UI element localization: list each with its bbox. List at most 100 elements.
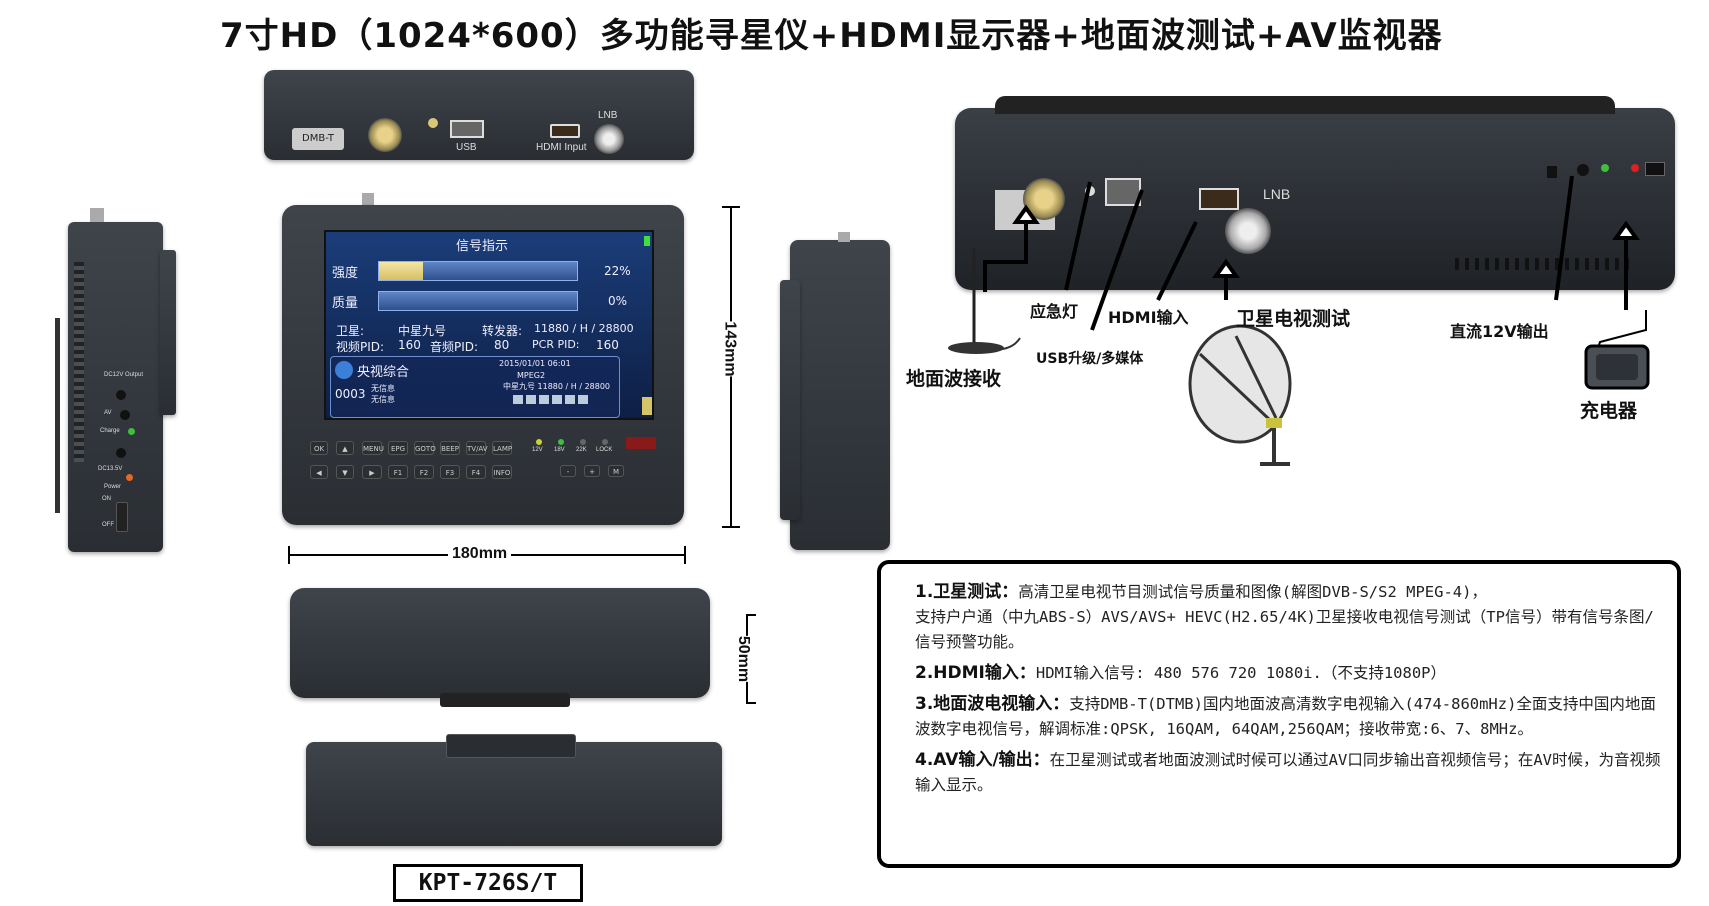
callout-dc: 直流12V输出 [1450,322,1549,341]
callout-sat: 卫星电视测试 [1236,308,1351,330]
vpid-value: 160 [398,338,421,352]
channel-datetime: 2015/01/01 06:01 [499,359,571,368]
key-f3[interactable]: F3 [440,465,460,479]
terrestrial-antenna-icon [948,248,1021,354]
off-label: OFF [102,522,114,528]
key-menu[interactable]: MENU [362,441,384,455]
feature-line-2: 2.HDMI输入：HDMI输入信号: 480 576 720 1080i.（不支… [915,661,1663,686]
lamp-pointer [1064,181,1092,291]
strength-bar [378,261,578,281]
key-minus[interactable]: - [560,465,576,477]
perspective-power-switch[interactable] [1645,162,1665,176]
height-dim-cap-top [722,206,740,208]
edge-bnc-icon [838,232,850,242]
power-led-icon [126,474,133,481]
key-right[interactable]: ▶ [362,465,382,479]
charger-arrow-head [1612,220,1640,240]
key-info[interactable]: INFO [492,465,512,479]
tp-label: 转发器: [482,324,523,338]
terrestrial-arrow-head [1012,204,1040,224]
feature-text-1: 高清卫星电视节目测试信号质量和图像(解图DVB-S/S2 MPEG-4)， [1018,583,1487,601]
key-up[interactable]: ▲ [336,441,354,455]
strength-label: 强度 [332,266,359,281]
bnc-top-icon [90,208,104,222]
dc135-label: DC13.5V [98,466,123,472]
device-screen: 信号指示 强度 22% 质量 0% 卫星: 中星九号 转发器: 11880 / … [324,230,654,420]
edge-kickstand [780,280,800,520]
key-beep[interactable]: BEEP [440,441,460,455]
depth-dim-cap-top [746,614,756,616]
hdmi-pointer [1156,221,1198,301]
side-kickstand [160,250,176,415]
key-goto[interactable]: GOTO [414,441,436,455]
key-tvav[interactable]: TV/AV [466,441,488,455]
feature-description: 1.卫星测试：高清卫星电视节目测试信号质量和图像(解图DVB-S/S2 MPEG… [877,560,1681,868]
dc12-label: DC12V Output [104,372,144,378]
vpid-label: 视频PID: [336,340,385,354]
dc12-port-icon [116,390,126,400]
keypad: OK ▲ MENU EPG GOTO BEEP TV/AV LAMP ◀ ▼ ▶… [310,437,660,507]
channel-icons [513,395,589,404]
quality-bar [378,291,578,311]
model-label: KPT-726S/T [393,864,583,902]
feature-text-3: 支持DMB-T(DTMB)国内地面波高清数字电视输入(474-860mHz)全面… [915,695,1656,738]
feature-text-2: HDMI输入信号: 480 576 720 1080i.（不支持1080P） [1035,664,1446,682]
dmbt-badge: DMB-T [292,128,344,150]
key-ok[interactable]: OK [310,441,328,455]
key-m[interactable]: M [608,465,624,477]
tp-value: 11880 / H / 28800 [534,322,634,335]
apid-label: 音频PID: [430,340,479,354]
bottom-clip-2 [446,734,576,758]
antenna-rod [55,318,60,513]
sat-label: 卫星: [336,324,365,338]
hdmi-label: HDMI Input [536,142,587,153]
hdmi-port-icon [550,124,580,138]
terrestrial-arrow [983,220,1028,292]
pcr-label: PCR PID: [532,338,580,351]
feature-head-4: 4.AV输入/输出： [915,750,1050,770]
feature-line-4: 4.AV输入/输出：在卫星测试或者地面波测试时候可以通过AV口同步输出音视频信号… [915,748,1663,798]
key-epg[interactable]: EPG [388,441,408,455]
feature-head-1: 1.卫星测试： [915,582,1019,602]
led-22k-label: 22K [576,447,587,453]
lnb-label: LNB [598,110,618,121]
led-22k-icon [580,439,586,445]
power-switch[interactable] [116,502,128,532]
callout-usb: USB升级/多媒体 [1036,351,1144,367]
perspective-vent [1455,258,1635,270]
apid-value: 80 [494,338,510,352]
led-18v-label: 18V [554,447,565,453]
channel-sat-info: 中星九号 11880 / H / 28800 [503,382,611,391]
channel-codec: MPEG2 [517,371,546,380]
key-plus[interactable]: + [584,465,600,477]
dc-pointer [1554,175,1574,301]
key-down[interactable]: ▼ [336,465,354,479]
sat-arrow-head [1212,258,1240,278]
perspective-top-lip [995,96,1615,114]
device-perspective-view: LNB [955,96,1675,290]
device-bottom-view-2 [306,734,722,846]
key-f2[interactable]: F2 [414,465,434,479]
device-front-view: 信号指示 强度 22% 质量 0% 卫星: 中星九号 转发器: 11880 / … [282,205,684,525]
channel-number: 0003 [335,387,366,401]
perspective-lnb-icon [1225,208,1271,254]
depth-dim-cap-bottom [746,702,756,704]
quality-value: 0% [608,294,628,308]
satellite-dish-icon [1188,324,1292,466]
feature-head-2: 2.HDMI输入： [915,663,1036,683]
dmbt-port-icon [368,118,402,152]
callout-hdmi: HDMI输入 [1108,308,1189,327]
channel-info-1: 无信息 [371,384,395,393]
key-left[interactable]: ◀ [310,465,328,479]
lnb-port-icon [594,124,624,154]
dc135-port-icon [116,448,126,458]
av-port-icon [120,410,130,420]
key-lamp[interactable]: LAMP [492,441,512,455]
strength-value: 22% [604,264,631,278]
feature-text-4: 在卫星测试或者地面波测试时候可以通过AV口同步输出音视频信号；在AV时候，为音视… [915,751,1661,794]
key-f1[interactable]: F1 [388,465,408,479]
feature-head-3: 3.地面波电视输入： [915,694,1070,714]
key-f4[interactable]: F4 [466,465,486,479]
device-edge-view [790,232,890,550]
led-12v-label: 12V [532,447,543,453]
